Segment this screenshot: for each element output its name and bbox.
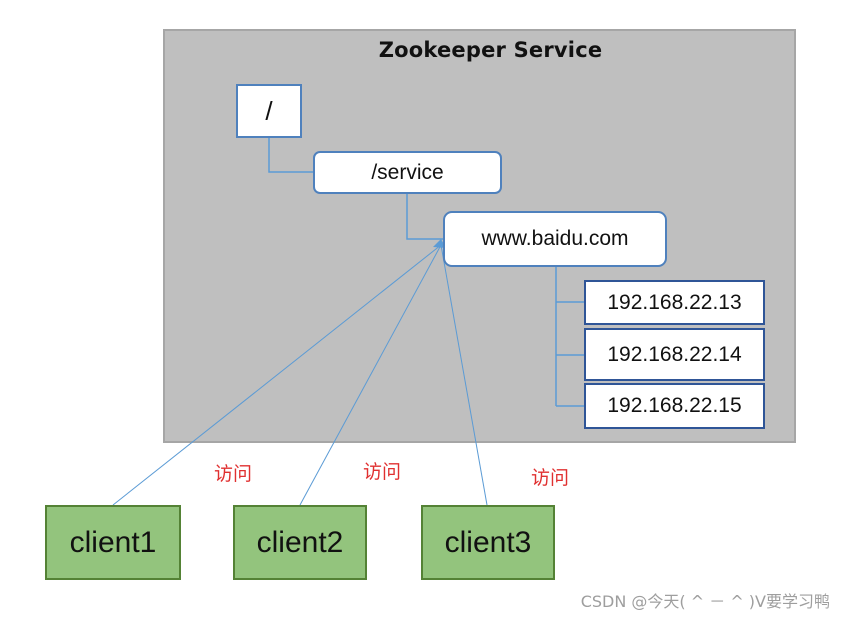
server-node-3: 192.168.22.15 [584,383,765,429]
access-label-1: 访问 [214,463,253,485]
domain-node: www.baidu.com [443,211,667,267]
server-node-2: 192.168.22.14 [584,328,765,381]
service-title: Zookeeper Service [378,38,603,62]
client3-box: client3 [421,505,555,580]
root-node: / [236,84,302,138]
client1-box: client1 [45,505,181,580]
access-label-3: 访问 [531,467,570,489]
watermark-text: CSDN @今天( ^ － ^ )V要学习鸭 [580,592,830,611]
client2-box: client2 [233,505,367,580]
server-node-1: 192.168.22.13 [584,280,765,325]
service-node: /service [313,151,502,194]
access-label-2: 访问 [363,461,402,483]
